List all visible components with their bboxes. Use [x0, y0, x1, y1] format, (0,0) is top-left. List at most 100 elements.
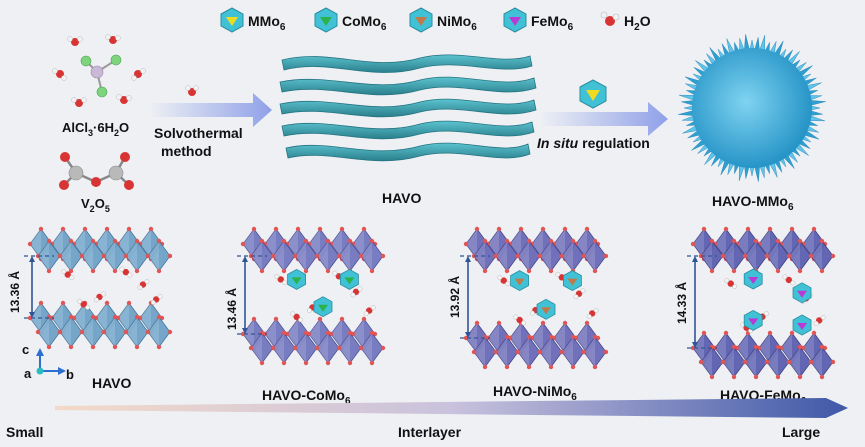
legend: MMo6 CoMo6 NiMo6 FeMo6 — [220, 7, 651, 33]
octahedron-face — [361, 333, 372, 363]
oxygen-atom — [753, 238, 759, 244]
oxygen-atom — [126, 300, 132, 306]
spacing-arrowhead — [242, 328, 248, 334]
water-oxygen — [277, 276, 284, 283]
octahedron-face — [339, 241, 350, 271]
water-hydrogen — [150, 299, 156, 305]
octahedron-face — [693, 229, 704, 259]
oxygen-atom — [57, 329, 63, 335]
octahedron-face — [295, 333, 306, 363]
product-havo-mmo6-label: HAVO-MMo6 — [712, 193, 794, 213]
oxygen-atom — [303, 268, 309, 274]
water-hydrogen — [137, 285, 143, 290]
octahedron-face — [510, 323, 521, 353]
structure-name-havo-como6: HAVO-CoMo6 — [262, 387, 351, 407]
octahedron-face — [273, 333, 284, 363]
oxygen-atom — [259, 268, 265, 274]
spacing-label-havo-femo6: 14.33 Å — [674, 282, 689, 324]
oxygen-atom — [811, 226, 817, 232]
water-hydrogen — [101, 291, 106, 297]
oxygen-atom — [731, 238, 737, 244]
oxygen-atom — [742, 359, 748, 365]
oxygen-atom — [504, 268, 510, 274]
precursors: AlCl3·6H2O V2O5 — [52, 34, 146, 214]
oxygen-atom — [156, 268, 162, 274]
water-hydrogen — [157, 293, 163, 299]
octahedron-face — [30, 303, 41, 333]
water-oxygen — [293, 313, 300, 321]
synthesis-arrow-1 — [150, 93, 272, 127]
oxygen-atom — [570, 238, 576, 244]
legend-sub-mmo6: 6 — [280, 22, 286, 33]
octahedron-face — [789, 241, 800, 271]
oxygen-atom — [559, 253, 565, 259]
legend-label-como6: CoMo — [342, 13, 381, 29]
octahedron-face — [759, 333, 770, 363]
octahedron-face — [317, 333, 328, 363]
step-solvothermal: Solvothermal method — [150, 85, 272, 159]
water-hydrogen — [813, 320, 819, 326]
water-hydrogen — [573, 294, 579, 300]
oxygen-atom — [742, 253, 748, 259]
octahedron-face — [576, 323, 587, 353]
octahedron-face — [295, 241, 306, 271]
water-hydrogen — [555, 271, 561, 277]
oxygen-atom — [592, 238, 598, 244]
oxygen-atom — [526, 238, 532, 244]
oxygen-atom — [819, 268, 825, 274]
product-havo-label: HAVO — [382, 190, 422, 206]
oxygen-atom — [112, 344, 118, 350]
oxygen-atom — [134, 314, 140, 320]
oxygen-atom — [369, 360, 375, 366]
octahedron-face — [518, 241, 529, 271]
oxygen-atom — [789, 226, 795, 232]
water-oxygen — [727, 280, 734, 287]
oxygen-atom — [281, 330, 287, 336]
spacing-arrowhead — [242, 256, 248, 262]
oxygen-atom — [90, 314, 96, 320]
octahedron-face — [803, 229, 814, 259]
oxygen-atom — [496, 226, 502, 232]
oxygen-atom — [819, 238, 825, 244]
nanoflower-core — [692, 48, 812, 168]
svg-text:NiMo6: NiMo6 — [437, 13, 477, 33]
water-hydrogen — [119, 266, 125, 272]
octahedron-face — [38, 241, 49, 271]
octahedron-face — [803, 333, 814, 363]
octahedron-face — [82, 317, 93, 347]
spacing-arrowhead — [29, 312, 35, 318]
water-hydrogen — [370, 305, 376, 310]
water-hydrogen — [127, 272, 133, 278]
oxygen-atom — [347, 238, 353, 244]
oxygen-atom — [251, 316, 257, 322]
oxygen-atom — [753, 344, 759, 350]
oxygen-atom — [270, 253, 276, 259]
water-hydrogen — [505, 281, 511, 286]
octahedron-face — [126, 317, 137, 347]
step-insitu: In situ regulation — [537, 79, 668, 151]
legend-label-nimo6: NiMo — [437, 13, 471, 29]
oxygen-atom — [808, 253, 814, 259]
oxygen-atom — [463, 241, 469, 247]
scale-label-small: Small — [6, 424, 43, 440]
water-hydrogen — [497, 275, 503, 280]
octahedron-face — [745, 241, 756, 271]
water-hydrogen — [764, 311, 769, 317]
octahedron-face — [353, 319, 364, 349]
oxygen-atom — [314, 345, 320, 351]
octahedron-face — [474, 241, 485, 271]
water-oxygen — [64, 271, 71, 278]
oxygen-atom — [808, 359, 814, 365]
oxygen-atom — [101, 329, 107, 335]
oxygen-atom — [786, 359, 792, 365]
oxygen-atom — [830, 253, 836, 259]
oxygen-atom — [112, 268, 118, 274]
alcl3-molecule — [80, 54, 122, 98]
oxygen-atom — [540, 226, 546, 232]
oxygen-atom — [819, 374, 825, 380]
oxygen-atom — [134, 344, 140, 350]
mmo6-cluster-icon — [579, 79, 607, 109]
spacing-label-havo: 13.36 Å — [7, 271, 22, 313]
water-hydrogen — [85, 304, 91, 310]
legend-core-como6 — [320, 17, 332, 26]
